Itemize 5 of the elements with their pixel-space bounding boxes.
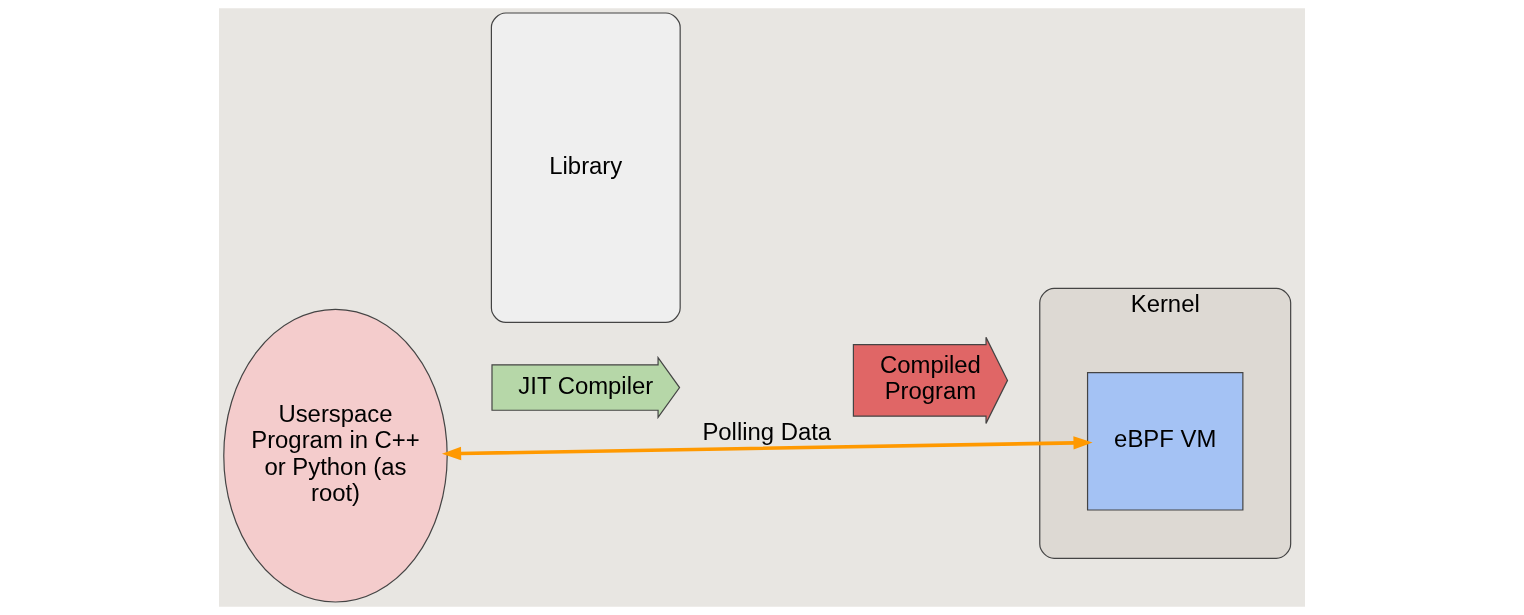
node-ellipse: Userspace Program in C++ or Python (as root) (223, 308, 448, 603)
node-box: Library (490, 12, 681, 324)
node-box: eBPF VM (1086, 372, 1244, 511)
arrow (442, 436, 1093, 461)
edge-label: Polling Data (702, 418, 832, 446)
